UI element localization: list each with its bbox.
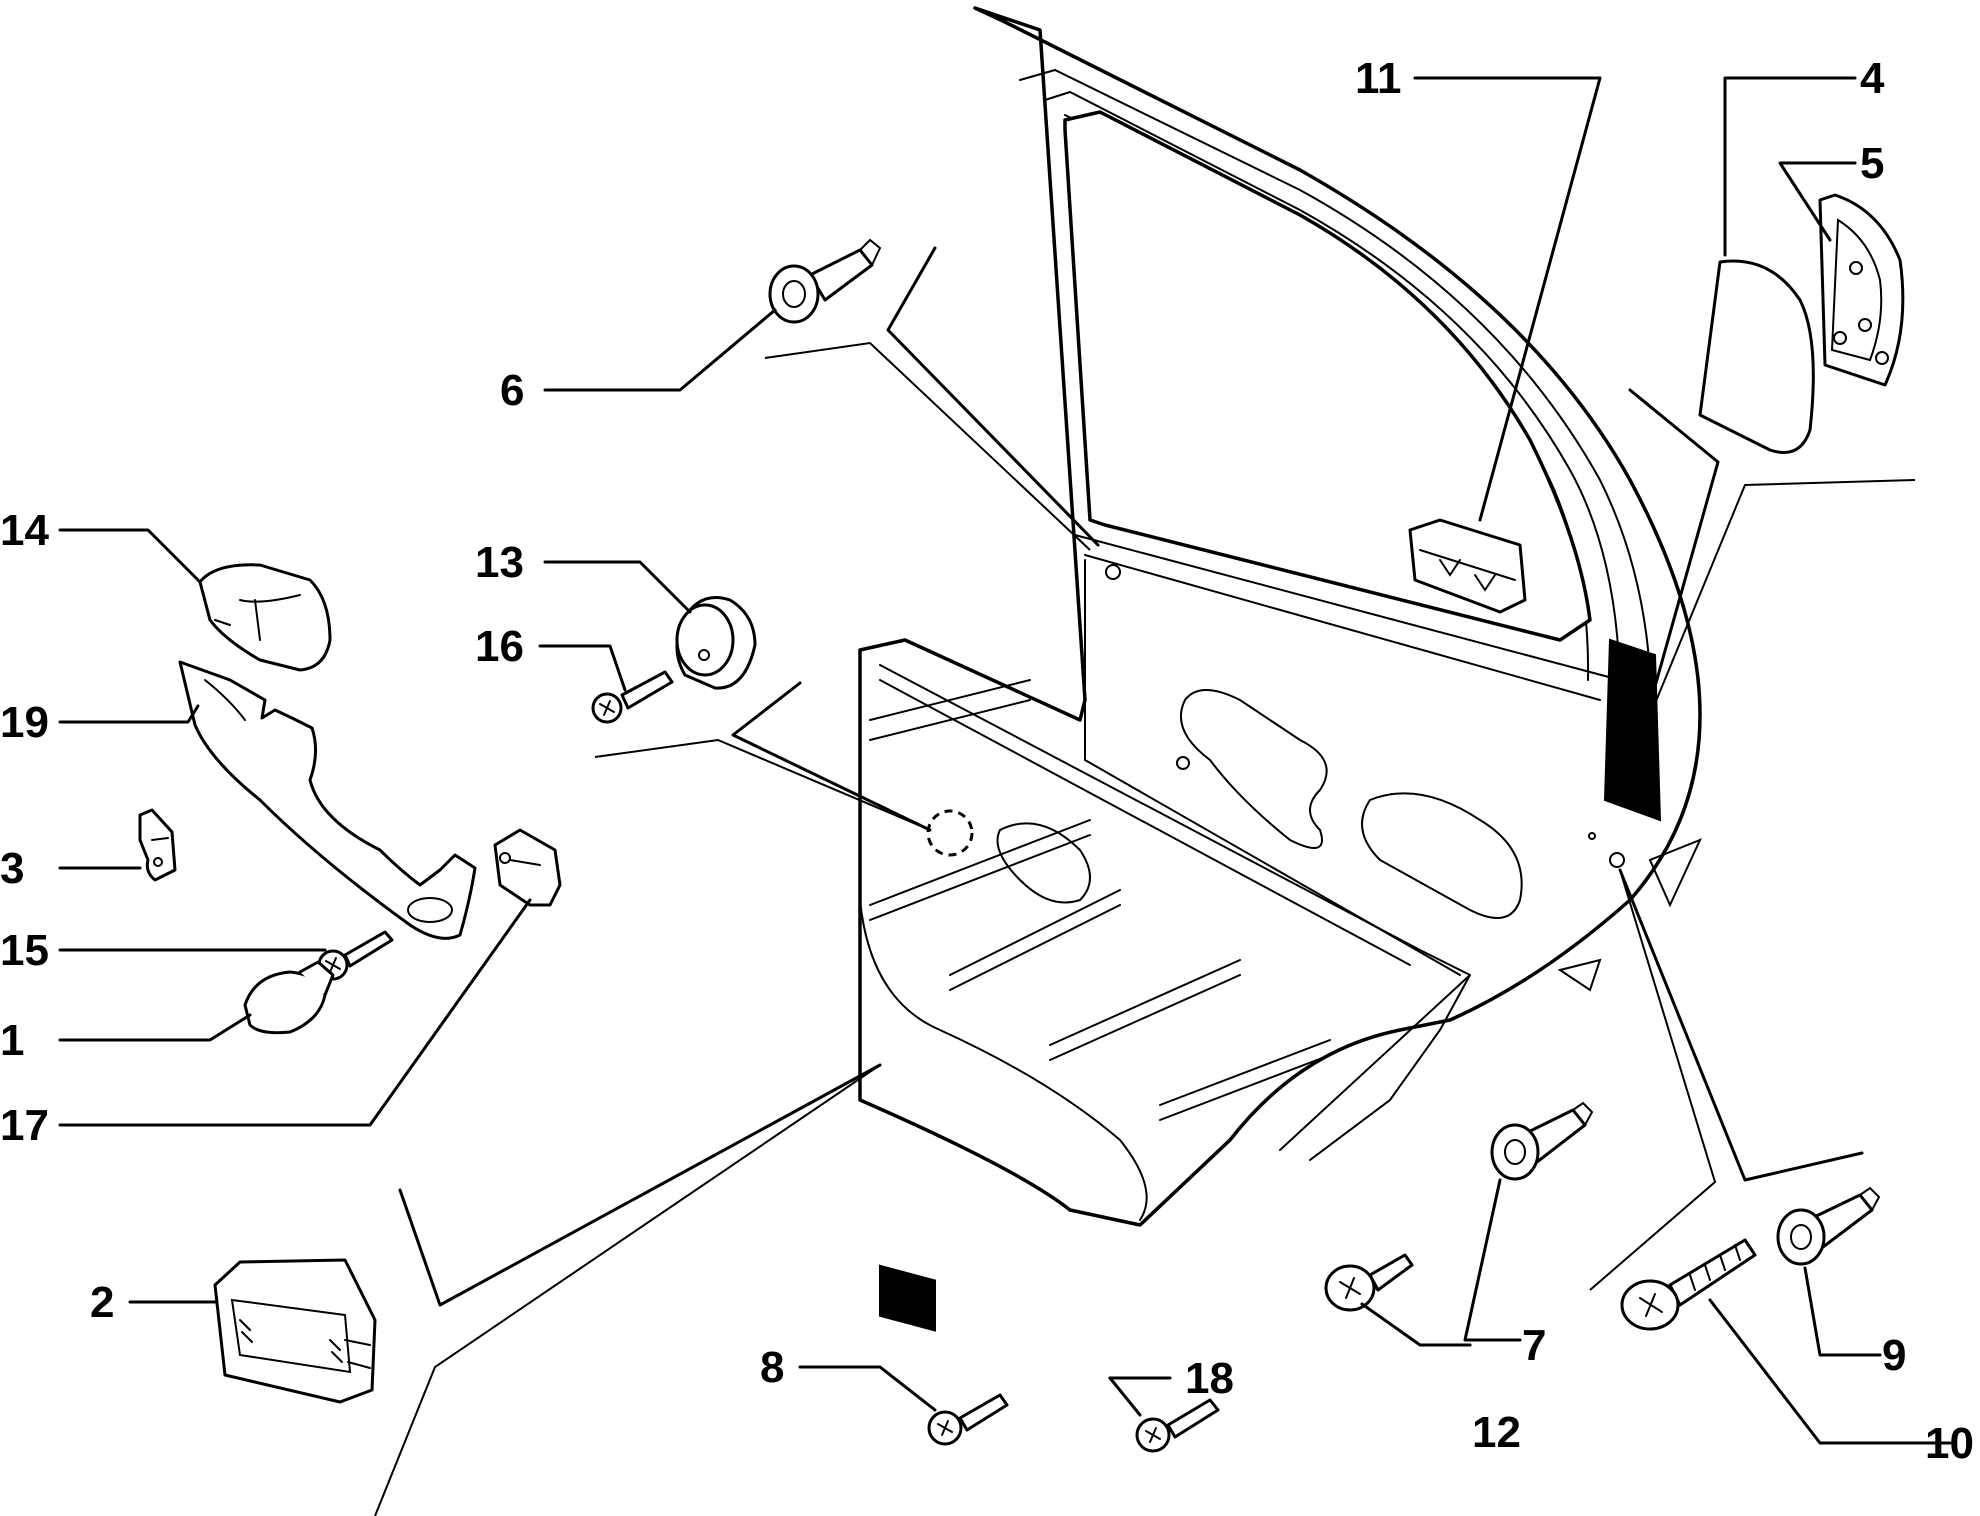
callout-1: 1 (0, 1016, 24, 1065)
seal-strip (1603, 638, 1662, 822)
callout-labels: 1 2 3 4 5 6 7 8 9 10 11 12 13 14 15 16 1… (0, 54, 1974, 1468)
door-stop-pin-part-7 (1490, 1101, 1594, 1181)
callout-6: 6 (500, 366, 524, 415)
interior-handle-part-19 (178, 660, 477, 940)
door-panel (858, 6, 1702, 1332)
screw-part-8 (927, 1393, 1009, 1446)
callout-10: 10 (1925, 1419, 1974, 1468)
corner-cap-part-4 (1698, 259, 1815, 454)
screw-part-12 (1324, 1253, 1414, 1312)
callout-11: 11 (1355, 54, 1402, 103)
screw-part-10 (1620, 1238, 1757, 1331)
callout-8: 8 (760, 1343, 784, 1392)
screw-part-16 (591, 670, 674, 724)
mirror-bracket-part-5 (1818, 193, 1905, 387)
bumper-part-13 (675, 596, 757, 690)
callout-19: 19 (0, 698, 49, 747)
callout-13: 13 (475, 538, 524, 587)
callout-4: 4 (1860, 54, 1885, 103)
callout-2: 2 (90, 1278, 114, 1327)
leader-lines (58, 76, 1952, 1516)
door-stop-pin-part-9 (1776, 1186, 1881, 1266)
callout-18: 18 (1185, 1354, 1234, 1403)
callout-12: 12 (1472, 1408, 1521, 1457)
callout-16: 16 (475, 622, 524, 671)
clip-part-11 (1408, 518, 1527, 614)
callout-17: 17 (0, 1101, 49, 1150)
callout-14: 14 (0, 506, 49, 555)
bracket-clip-part-17 (493, 828, 562, 907)
door-stop-pin-part-6 (768, 238, 882, 324)
screw-part-18 (1135, 1398, 1220, 1453)
callout-15: 15 (0, 926, 49, 975)
handle-cover-part-14 (198, 563, 332, 672)
storage-tray-part-2 (213, 1258, 377, 1404)
callout-9: 9 (1882, 1331, 1906, 1380)
plug-part-1 (243, 960, 335, 1035)
clip-part-3 (138, 808, 177, 882)
callout-5: 5 (1860, 139, 1884, 188)
callout-3: 3 (0, 844, 24, 893)
label-area-lower (879, 1264, 936, 1332)
callout-7: 7 (1522, 1321, 1546, 1370)
